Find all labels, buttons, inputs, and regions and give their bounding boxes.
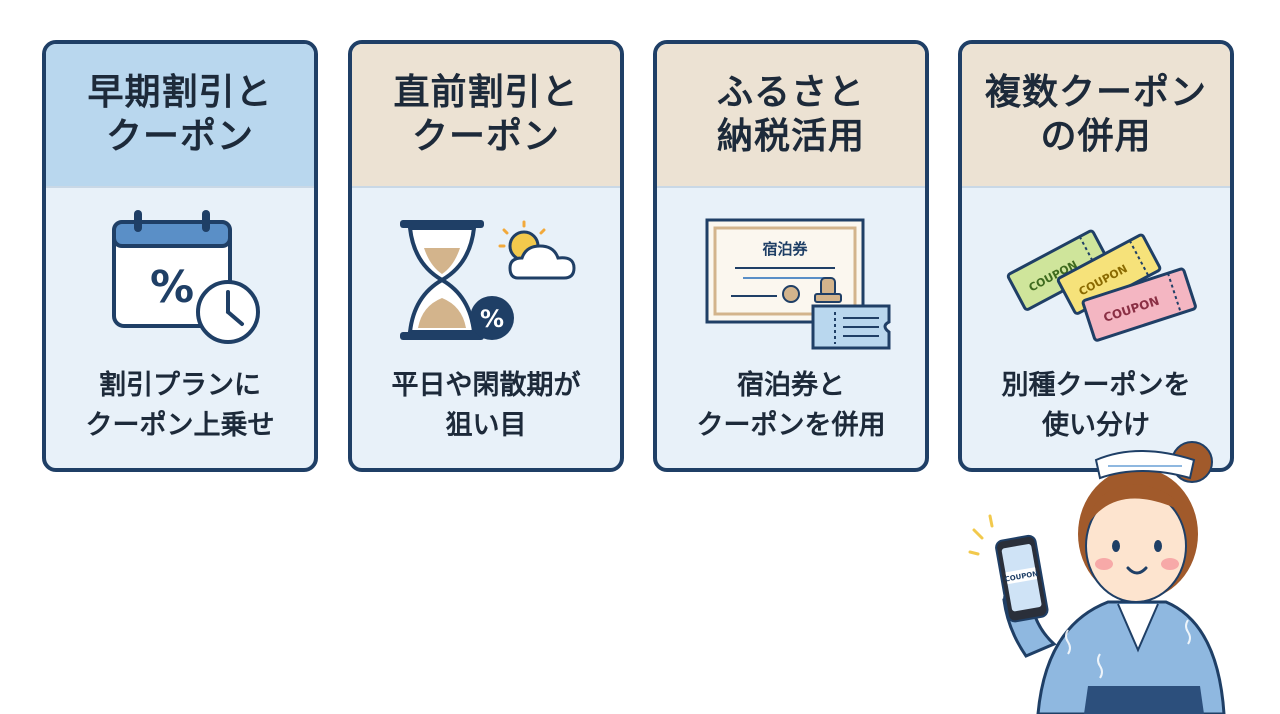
voucher-label: 宿泊券 xyxy=(762,240,808,258)
card-last-minute-discount: 直前割引と クーポン % 平日や閑散期が 狙い目 xyxy=(348,40,624,472)
card-description: 割引プランに クーポン上乗せ xyxy=(46,366,314,446)
card-desc-line-2: クーポンを併用 xyxy=(696,410,886,441)
card-desc-line-1: 宿泊券と xyxy=(737,370,845,401)
card-title-line-1: 直前割引と xyxy=(393,72,579,113)
card-desc-line-2: 狙い目 xyxy=(445,410,527,441)
card-multiple-coupons: 複数クーポン の併用 COUPON COUPON COUPON 別種クーポンを … xyxy=(958,40,1234,472)
voucher-certificate-icon: 宿泊券 xyxy=(705,218,891,350)
card-title-line-2: の併用 xyxy=(1040,116,1152,157)
card-header: ふるさと 納税活用 xyxy=(657,44,925,188)
card-title-line-2: 納税活用 xyxy=(716,116,865,157)
card-description: 宿泊券と クーポンを併用 xyxy=(657,366,925,446)
card-title-line-2: クーポン xyxy=(411,116,560,157)
card-header: 複数クーポン の併用 xyxy=(962,44,1230,188)
card-furusato-tax: ふるさと 納税活用 宿泊券 宿泊券と クーポンを併用 xyxy=(653,40,929,472)
svg-text:%: % xyxy=(150,262,194,313)
card-header: 直前割引と クーポン xyxy=(352,44,620,188)
card-title-line-1: ふるさと xyxy=(716,72,865,113)
card-title-line-1: 複数クーポン xyxy=(984,72,1207,113)
card-desc-line-2: クーポン上乗せ xyxy=(85,410,275,441)
card-title-line-1: 早期割引と xyxy=(87,72,273,113)
card-desc-line-2: 使い分け xyxy=(1042,410,1150,441)
card-desc-line-1: 別種クーポンを xyxy=(1001,370,1191,401)
stacked-coupons-icon: COUPON COUPON COUPON xyxy=(1006,229,1197,342)
svg-text:%: % xyxy=(480,305,504,333)
woman-in-yukata-with-phone-icon: COUPON xyxy=(968,441,1226,714)
calendar-percent-clock-icon: % xyxy=(112,210,260,344)
card-early-discount: 早期割引と クーポン % 割引プランに クーポン上乗せ xyxy=(42,40,318,472)
card-title-line-2: クーポン xyxy=(105,116,254,157)
hourglass-sun-cloud-icon: % xyxy=(400,220,576,340)
card-description: 平日や閑散期が 狙い目 xyxy=(352,366,620,446)
card-desc-line-1: 割引プランに xyxy=(99,370,261,401)
card-desc-line-1: 平日や閑散期が xyxy=(391,370,581,401)
card-description: 別種クーポンを 使い分け xyxy=(962,366,1230,446)
card-header: 早期割引と クーポン xyxy=(46,44,314,188)
